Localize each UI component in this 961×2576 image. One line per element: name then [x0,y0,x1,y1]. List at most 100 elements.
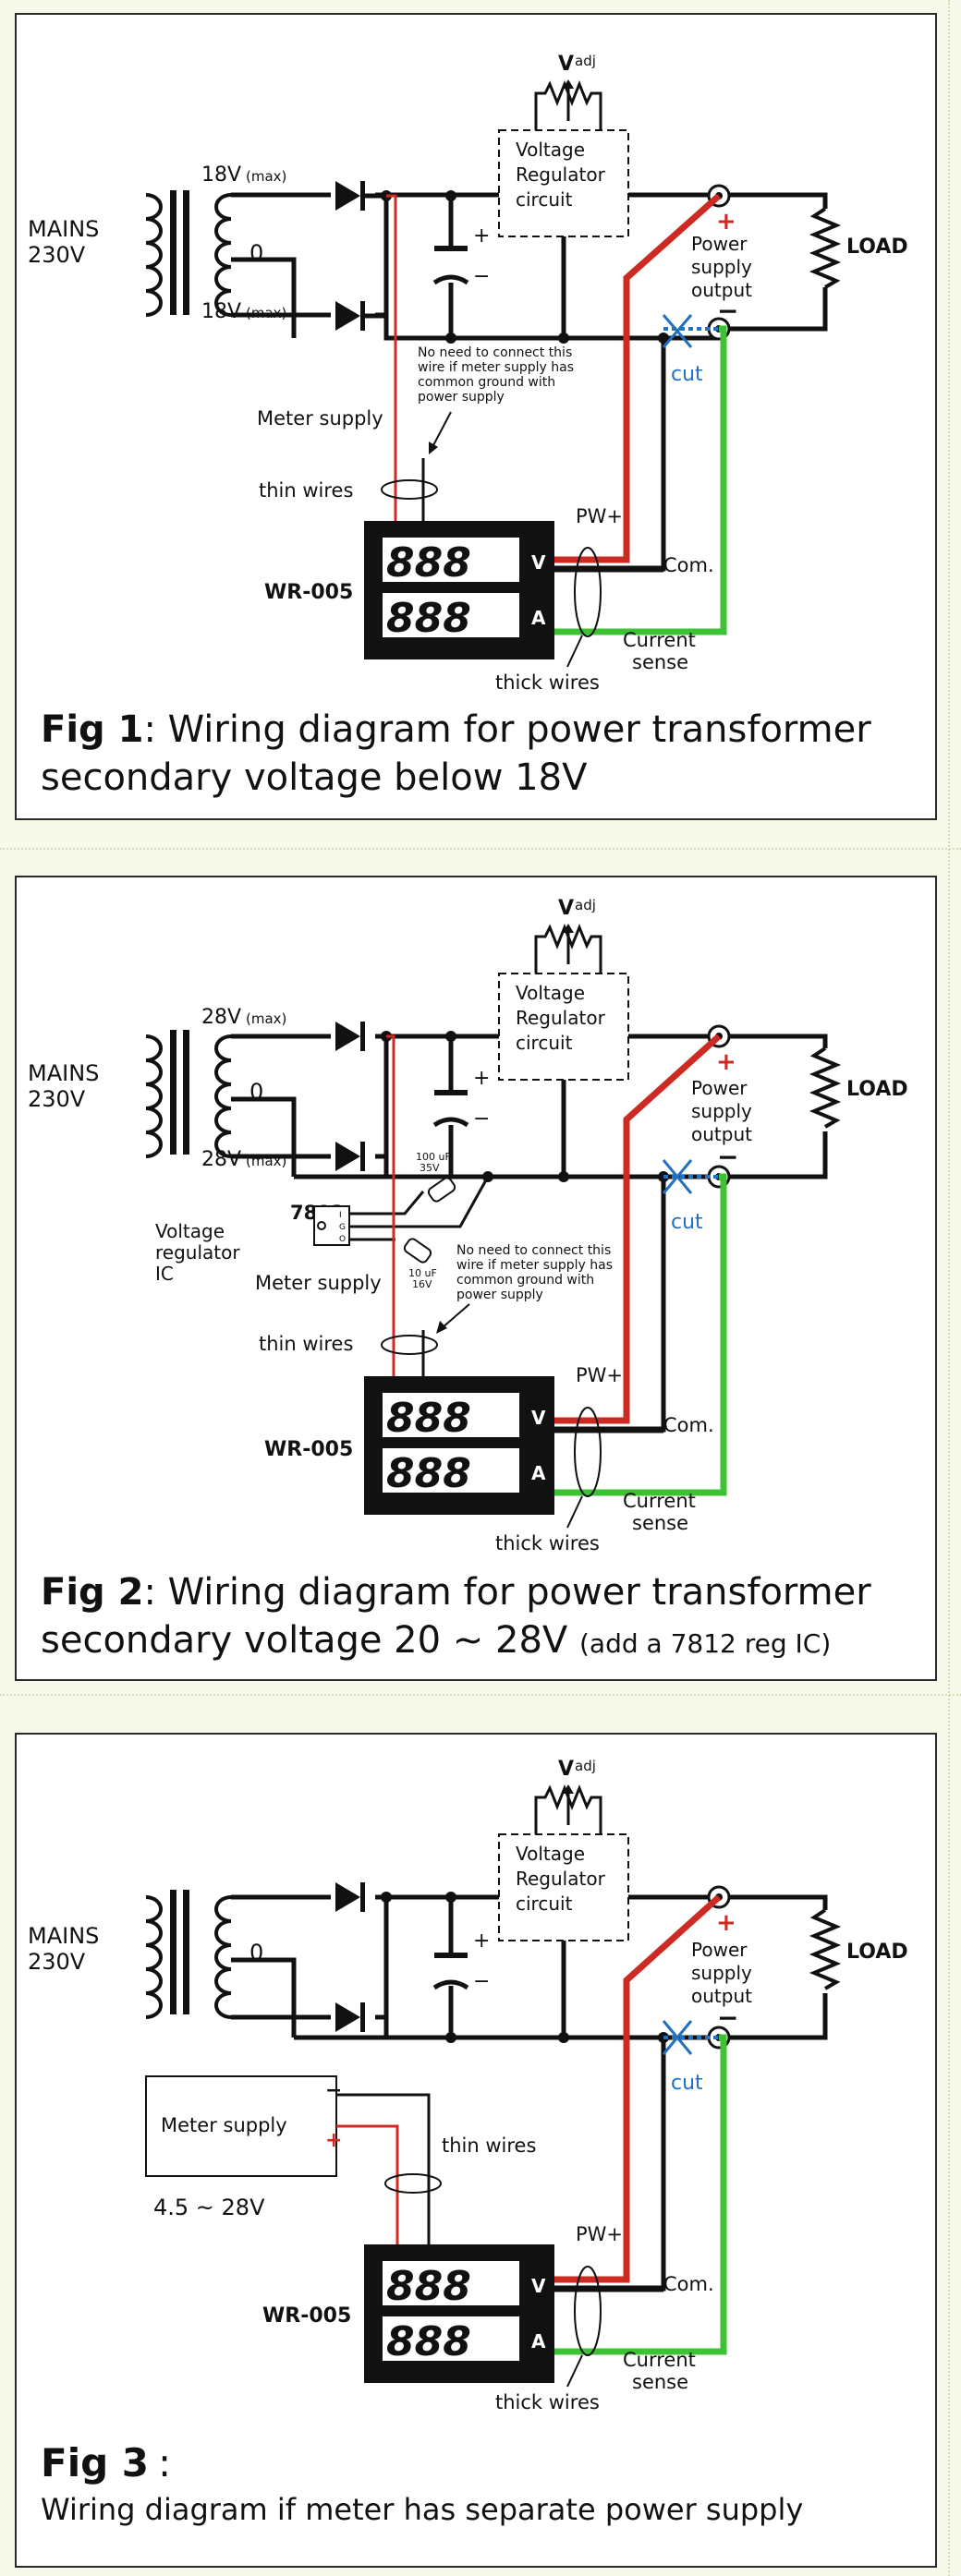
vadj-subscript: adj [575,1758,596,1774]
regulator-label: Regulator [516,163,606,186]
voltage-regulator-ic-label: regulator [155,1241,240,1264]
vadj-subscript: adj [575,53,596,69]
capacitor-plus: + [473,224,490,248]
figure-3-caption: Fig 3: Wiring diagram if meter has separ… [41,2438,803,2531]
potentiometer-arrow [563,1784,574,1794]
junction-dot [445,1031,456,1042]
sense-label: Current [623,629,696,651]
output-label: Power [691,233,748,255]
cap2-label: 16V [412,1278,432,1290]
voltage-regulator-box [498,129,629,237]
note-text: wire if meter supply has [456,1258,613,1273]
pin-label: G [339,1223,346,1232]
potentiometer-arrow [563,79,574,89]
positive-power-wire [554,1034,722,1424]
cap2-label: 10 uF [408,1267,437,1279]
vadj-label: V [558,897,574,920]
meter-supply-label: Meter supply [255,1272,382,1294]
sense-label: sense [632,2371,688,2393]
note-text: common ground with [456,1273,594,1288]
meter-digits-v: 888 [386,539,471,587]
cap1-label: 35V [420,1162,440,1174]
caption-fig-label: Fig 2 [41,1571,144,1614]
meter-display-v [383,1393,519,1437]
mains-voltage: 230V [28,1949,86,1975]
minus-sign: − [717,1142,738,1172]
thick-wires-label: thick wires [495,2391,600,2413]
meter-unit-v: V [531,1407,546,1429]
caption-text: secondary voltage 20 ~ 28V [41,1619,568,1662]
thick-wires-bundle [574,547,602,637]
pin-label: I [339,1211,342,1220]
capacitor [434,246,468,251]
plus-sign: + [716,1909,736,1937]
minus-sign: − [717,2002,738,2033]
current-sense-wire [554,1173,727,1496]
thin-wires-bundle [381,1335,438,1355]
current-sense-wire [554,2034,727,2355]
regulator-label: Voltage [516,982,585,1004]
meter-supply-box-label: Meter supply [161,2114,287,2136]
meter-unit-v: V [531,551,546,574]
load-resistor [809,1046,842,1129]
mains-voltage: 230V [28,1086,86,1112]
load-label: LOAD [846,1941,908,1964]
figure-2-caption: Fig 2: Wiring diagram for power transfor… [41,1568,871,1668]
pw-plus-label: PW+ [576,505,623,527]
com-label: Com. [663,554,714,576]
transformer-primary [145,1034,163,1158]
meter-unit-a: A [531,1462,546,1484]
diode [335,1142,360,1171]
meter-model-label: WR-005 [264,581,353,604]
sense-label: sense [632,651,688,673]
cut-label: cut [671,1211,703,1234]
sense-label: Current [623,1490,696,1512]
minus-sign: − [717,296,738,326]
output-label: supply [691,1100,752,1122]
meter-supply-positive-wire [336,2124,399,2248]
caption-fig-label: Fig 3 [41,2440,149,2485]
ic-leads [349,1176,490,1241]
pw-plus-label: PW+ [576,1364,623,1386]
sense-label: Current [623,2349,696,2371]
transformer-core [183,190,189,315]
load-label: LOAD [846,1078,908,1101]
load-resistor [809,1908,842,1990]
diode-bar [360,1882,365,1912]
transformer-core [170,1030,176,1155]
diode [335,1882,360,1912]
caption-note: (add a 7812 reg IC) [579,1628,832,1659]
diode [335,301,360,331]
note-text: wire if meter supply has [418,360,574,375]
positive-power-wire [554,193,722,563]
thick-wires-bundle [574,1407,602,1497]
cut-label: cut [671,2072,703,2095]
capacitor-plate [432,274,469,285]
transformer-core [170,190,176,315]
junction-dot [445,1892,456,1903]
junction-dot [381,1892,392,1903]
transformer-secondary [214,1034,232,1158]
meter-display-v [383,2261,519,2305]
vadj-label: V [558,53,574,76]
dotted-border [948,0,950,2576]
figure-1-diagram: MAINS 230V 18V (max) 0 18V (max) [28,53,908,694]
load-label: LOAD [846,236,908,259]
dotted-separator [0,848,961,850]
meter-model-label: WR-005 [264,1438,353,1461]
thin-wires-bundle [381,479,438,500]
meter-supply-label: Meter supply [257,407,383,429]
diode-bar [360,1142,365,1171]
voltage-regulator-box [498,973,629,1081]
transformer-core [183,1030,189,1155]
com-label: Com. [663,2273,714,2295]
note-arrow [441,1303,470,1329]
caption-fig-label: Fig 1 [41,708,144,751]
transformer-primary [145,193,163,317]
meter-digits-a: 888 [386,595,471,642]
output-label: supply [691,1962,752,1984]
regulator-label: circuit [516,188,573,211]
plus-sign: + [716,208,736,236]
note-text: common ground with [418,375,555,390]
output-label: Power [691,1939,748,1961]
